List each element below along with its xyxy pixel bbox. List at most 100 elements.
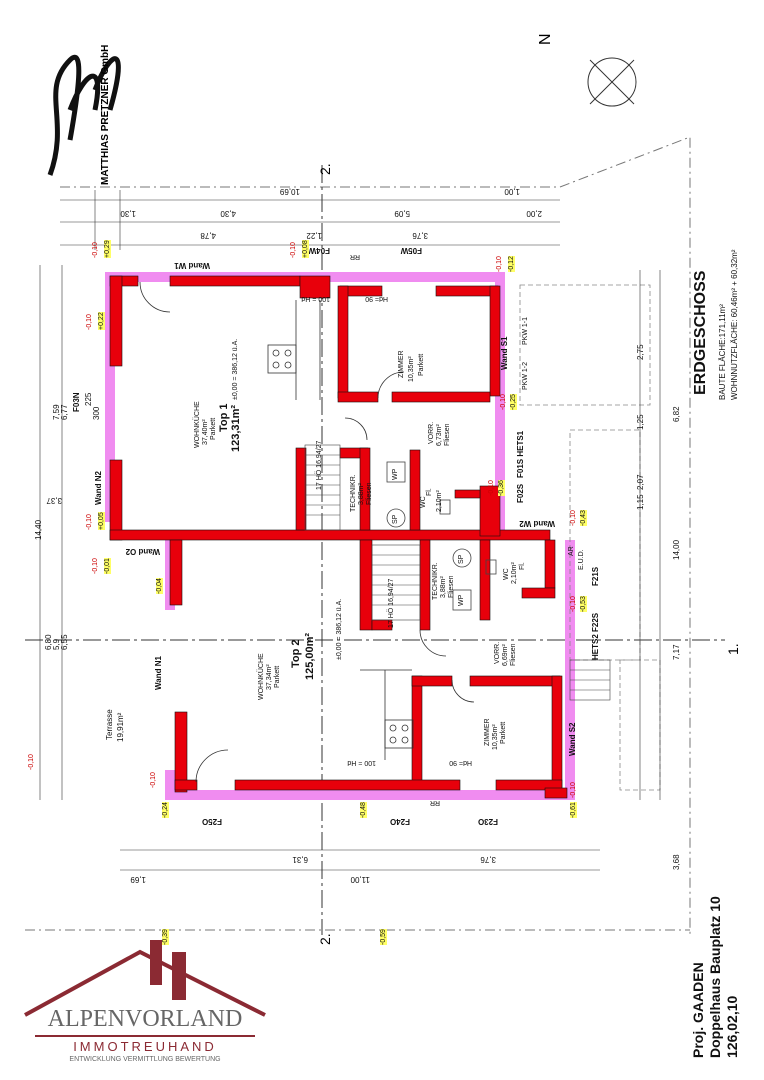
room-area: 19,91m² [116, 712, 125, 742]
level-ffl-top2: ±0,00 = 386,12 ü.A. [336, 598, 343, 660]
room-area: 3,88m² [440, 576, 447, 598]
room-name: WOHNKÜCHE [194, 401, 201, 448]
stair-label: 17 HÖ 16,94/27 [388, 578, 395, 628]
carport-label: PKW 1-1 [522, 316, 529, 345]
room-area: 3,88m² [358, 483, 365, 505]
level-marker: -0,10 [86, 314, 93, 330]
rr-label: RR [429, 799, 440, 806]
room-name: WC [503, 568, 510, 580]
room-name: VORR. [494, 641, 501, 664]
room-area: 10,35m² [408, 356, 415, 382]
axis-label-bottom: 2. [317, 933, 333, 945]
room-floor: Fliesen [510, 643, 517, 666]
window-label: HETS2 F22S [591, 612, 600, 660]
level-marker: -0,43 [580, 510, 587, 526]
axis-mark-right: 1. [725, 643, 741, 655]
dim-top: 1,30 [120, 209, 136, 218]
wall-label: Wand N1 [154, 656, 163, 690]
level-marker: -0,10 [570, 596, 577, 612]
room-floor: Fliesen [444, 423, 451, 446]
carport-label: PKW 1-2 [522, 361, 529, 390]
entrance-steps [569, 659, 611, 701]
window-label: F02S [516, 483, 525, 503]
room-area: 37,34m² [266, 664, 273, 690]
dim-right: 1,15 [636, 494, 645, 510]
dim-top: 4,30 [220, 209, 236, 218]
dim-left: 3,37 [46, 496, 62, 505]
dim-top: 4,78 [200, 231, 216, 240]
brand-tagline: ENTWICKLUNG VERMITTLUNG BEWERTUNG [69, 1056, 221, 1063]
level-marker: -0,36 [498, 480, 505, 496]
axis-label-top: 2. [317, 163, 333, 175]
room-name: ZIMMER [398, 350, 405, 378]
room-floor: Fliesen [448, 575, 455, 598]
level-ffl-top1: ±0,00 = 386,12 ü.A. [232, 338, 239, 400]
level-marker: -0,10 [290, 242, 297, 258]
window-label: F04W [308, 246, 330, 255]
level-marker: +0,29 [104, 240, 111, 258]
dim-bottom: 3,76 [480, 855, 496, 864]
floor-area-built: BAUTE FLÄCHE:171,11m² [718, 304, 727, 400]
level-marker: -0,10 [488, 480, 495, 496]
dim-right: 2,75 [636, 344, 645, 360]
stairs [304, 444, 421, 621]
room-area: 37,40m² [202, 419, 209, 445]
roof-icon [24, 940, 266, 1017]
rr-label: RR [349, 253, 360, 260]
level-marker: +0,08 [302, 240, 309, 258]
level-marker: -0,10 [92, 558, 99, 574]
dim-right: 1,25 [636, 414, 645, 430]
window-label: F25O [201, 817, 222, 826]
window-label: F21S [591, 566, 600, 586]
level-marker: +0,22 [98, 312, 105, 330]
level-marker: -0,10 [150, 772, 157, 788]
dim-right: 3,68 [672, 854, 681, 870]
room-area: 2,10m² [511, 562, 518, 584]
brand-name: ALPENVORLAND [47, 1006, 243, 1032]
room-area: 2,10m² [436, 490, 443, 512]
sill-label: Hd= 90 [449, 759, 472, 766]
level-marker: -0,01 [104, 558, 111, 574]
sp-label: SP [392, 514, 399, 524]
project-number: 126,02,10 [724, 995, 740, 1058]
wall-label: Wand S1 [500, 336, 509, 370]
room-name: VORR. [428, 421, 435, 444]
level-marker: -0,12 [508, 256, 515, 272]
eud-label: E.U.D. [578, 549, 585, 570]
stair-label: 17 HÖ 16,94/27 [316, 440, 323, 490]
dim-left: 6,55 [60, 634, 69, 650]
sill-label: 100 = Hd [301, 295, 330, 302]
level-marker: -0,25 [510, 394, 517, 410]
room-name: TECHNIKR. [350, 474, 357, 512]
firm-name: MATTHIAS PRETZNER GmbH [100, 45, 111, 185]
dim-right: 14,00 [672, 539, 681, 560]
wall-label: Wand W2 [519, 519, 555, 528]
level-marker: -0,10 [570, 510, 577, 526]
level-marker: -0,53 [580, 596, 587, 612]
wall-label: Wand O2 [125, 547, 160, 556]
technical-equipment [386, 461, 497, 611]
floor-title: ERDGESCHOSS [692, 270, 709, 395]
unit-top2-area: 125,00m² [304, 632, 316, 680]
dim-left: 225 [84, 392, 93, 406]
room-area: 10,35m² [492, 724, 499, 750]
window-label: F03N [72, 392, 81, 412]
dim-left: 6,77 [60, 404, 69, 420]
level-marker: -0,10 [496, 256, 503, 272]
level-marker: +0,05 [98, 512, 105, 530]
window-label: F05W [400, 246, 422, 255]
dim-bottom: 6,31 [292, 855, 308, 864]
north-arrow [587, 57, 637, 107]
unit-top1-area: 123,31m² [230, 404, 242, 452]
dim-left: 14,40 [34, 519, 43, 540]
level-marker: -0,10 [28, 754, 35, 770]
brand-sub: IMMOTREUHAND [73, 1039, 217, 1054]
level-marker: -0,61 [570, 802, 577, 818]
room-name: WC [420, 496, 427, 508]
window-label: F24O [389, 817, 410, 826]
sill-label: Hd= 90 [365, 295, 388, 302]
dim-top: 3,76 [412, 231, 428, 240]
room-floor: Parkett [210, 417, 217, 440]
wall-label: Wand W1 [174, 261, 210, 270]
